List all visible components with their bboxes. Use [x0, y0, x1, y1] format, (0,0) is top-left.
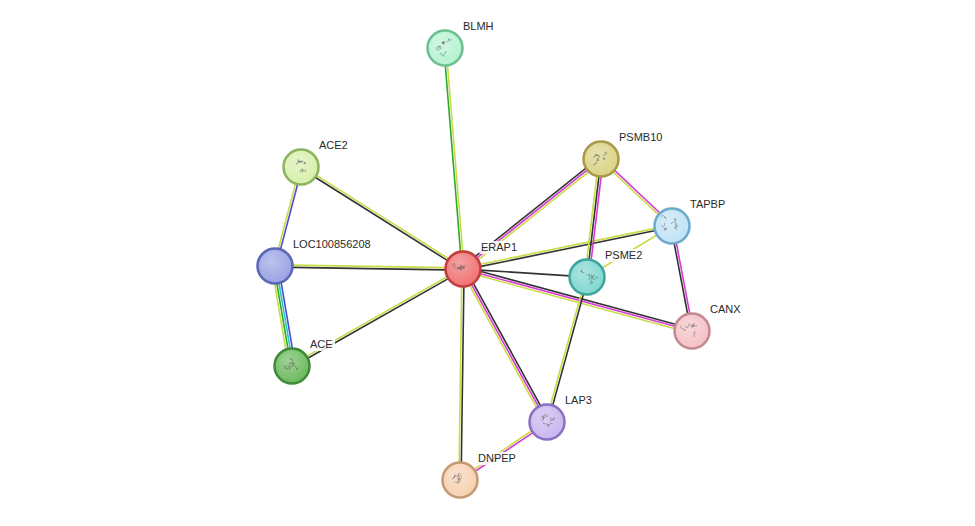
edge-strand — [474, 431, 533, 470]
protein-node: BLMH — [426, 29, 464, 67]
protein-label: ACE — [308, 338, 335, 351]
interaction-edge — [292, 265, 446, 270]
protein-label: CANX — [708, 303, 743, 316]
protein-node: CANX — [673, 312, 711, 350]
interaction-edge — [469, 283, 540, 408]
protein-node: PSMB10 — [582, 140, 620, 178]
edge-strand — [479, 228, 655, 264]
protein-circle — [256, 247, 294, 285]
protein-node: LOC100856208 — [256, 247, 294, 285]
interaction-edge — [674, 242, 690, 314]
protein-label: DNPEP — [476, 452, 518, 465]
edge-strand — [676, 242, 690, 314]
edge-strand — [469, 285, 537, 408]
edge-strand — [550, 293, 581, 405]
interaction-edge — [459, 286, 464, 463]
edge-strand — [306, 276, 447, 356]
interaction-edge — [474, 431, 534, 472]
edge-strand — [275, 283, 286, 349]
edge-strand — [587, 176, 597, 260]
edge-strand — [475, 432, 534, 471]
edge-strand — [459, 286, 462, 463]
protein-circle — [653, 207, 691, 245]
edge-strand — [480, 231, 656, 267]
edge-strand — [589, 176, 599, 260]
edge-strand — [553, 294, 584, 406]
edge-strand — [591, 176, 601, 260]
protein-label: ACE2 — [317, 139, 350, 152]
protein-node: ERAP1 — [444, 250, 482, 288]
protein-node: TAPBP — [653, 207, 691, 245]
interaction-edge — [445, 65, 462, 252]
interaction-edge — [587, 176, 601, 261]
protein-circle — [441, 461, 479, 499]
edge-strand — [277, 283, 288, 349]
edge-strand — [292, 265, 446, 267]
edge-strand — [602, 235, 658, 269]
interaction-edge — [613, 170, 661, 215]
edge-strand — [445, 65, 460, 252]
protein-label: BLMH — [461, 20, 496, 33]
interaction-edge — [475, 168, 589, 260]
interaction-edge — [275, 282, 293, 350]
interaction-edge — [550, 293, 583, 406]
edge-strand — [447, 65, 462, 252]
protein-node: PSME2 — [568, 258, 606, 296]
protein-node: LAP3 — [528, 403, 566, 441]
protein-node: ACE2 — [282, 148, 320, 186]
protein-circle — [282, 148, 320, 186]
protein-label: PSMB10 — [617, 131, 664, 144]
edge-strand — [613, 171, 659, 215]
protein-label: TAPBP — [688, 198, 727, 211]
interaction-edge — [602, 235, 658, 269]
edge-strand — [307, 278, 448, 358]
protein-circle — [568, 258, 606, 296]
protein-label: LAP3 — [563, 394, 594, 407]
protein-node: DNPEP — [441, 461, 479, 499]
edge-strand — [473, 283, 541, 406]
protein-node: ACE — [273, 347, 311, 385]
interaction-edge — [479, 228, 655, 266]
edge-strand — [471, 284, 539, 407]
edge-strand — [475, 168, 586, 257]
protein-circle — [273, 347, 311, 385]
interaction-edge — [306, 276, 449, 358]
protein-circle — [528, 403, 566, 441]
protein-circle — [444, 250, 482, 288]
protein-label: LOC100856208 — [291, 238, 373, 251]
edge-strand — [674, 243, 688, 315]
protein-circle — [426, 29, 464, 67]
protein-label: ERAP1 — [479, 241, 519, 254]
protein-circle — [582, 140, 620, 178]
protein-circle — [673, 312, 711, 350]
protein-label: PSME2 — [603, 249, 644, 262]
edge-strand — [478, 171, 589, 260]
edge-strand — [614, 170, 660, 214]
